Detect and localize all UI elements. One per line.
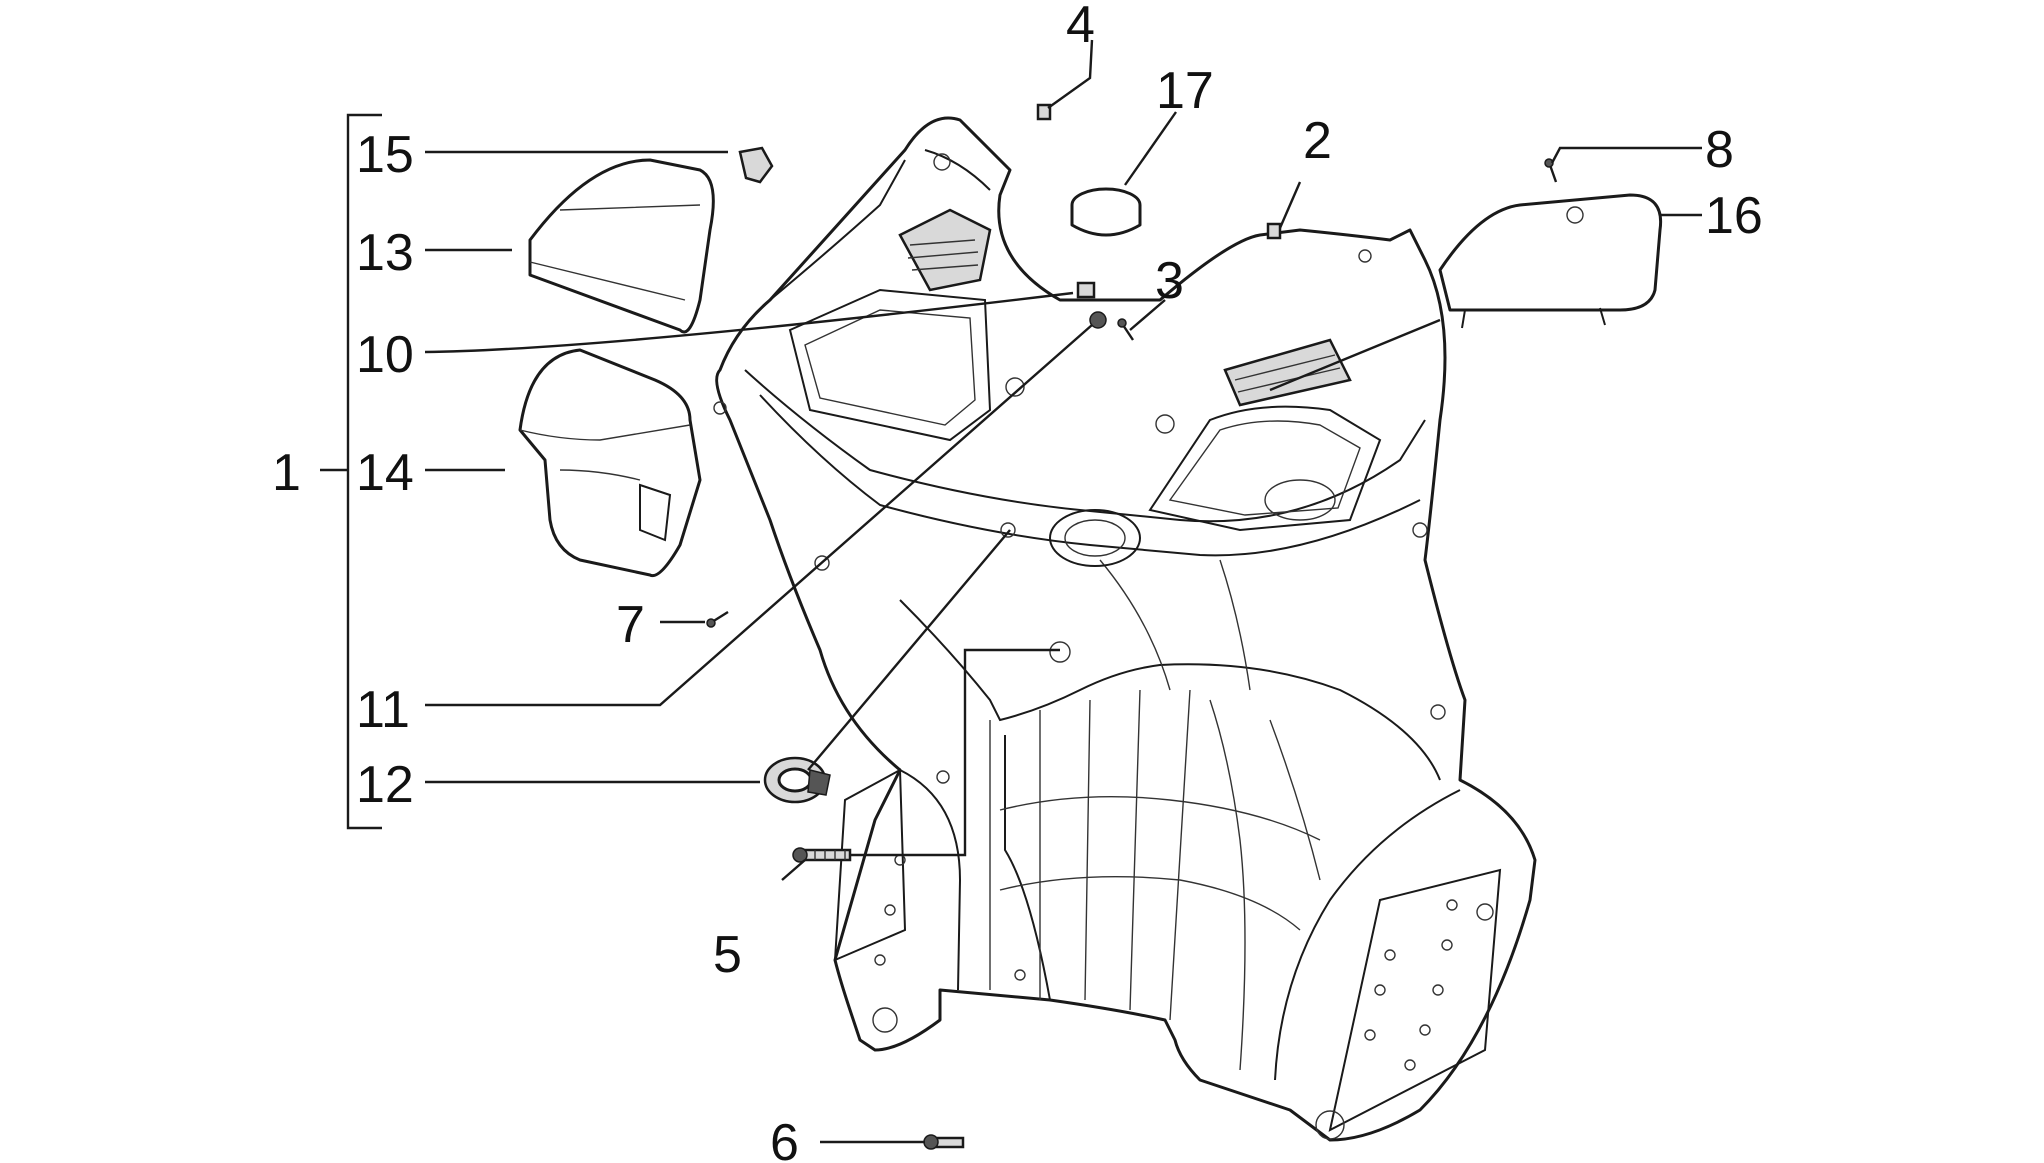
callout-3: 3 (1155, 252, 1184, 310)
callout-10: 10 (356, 326, 414, 384)
callout-6: 6 (770, 1114, 799, 1163)
callout-17: 17 (1156, 62, 1214, 120)
part-4-nut (1036, 103, 1052, 121)
callout-4: 4 (1066, 0, 1095, 54)
callout-8: 8 (1705, 121, 1734, 179)
part-11-screw (1089, 311, 1107, 329)
part-15-clip (738, 146, 774, 184)
part-7-screw (706, 610, 729, 628)
part-10-nut (1076, 281, 1096, 299)
part-2-nut (1266, 222, 1282, 240)
callout-7: 7 (616, 596, 645, 654)
part-13-lid (528, 158, 715, 334)
part-6-screw (923, 1134, 965, 1150)
part-5-screw (792, 847, 852, 863)
part-14-pocket (518, 348, 702, 578)
callout-labels: 1 2 3 4 5 6 7 8 10 11 12 13 14 15 16 17 (272, 0, 1763, 1163)
part-8-screw (1544, 158, 1558, 183)
callout-14: 14 (356, 444, 414, 502)
leg-shield-panel (713, 116, 1537, 1142)
group-bracket (320, 113, 382, 830)
callout-12: 12 (356, 756, 414, 814)
part-3-screw (1117, 318, 1134, 341)
part-17-cap (1070, 187, 1142, 237)
part-12-grommet (763, 756, 831, 804)
callout-5: 5 (713, 926, 742, 984)
callout-16: 16 (1705, 187, 1763, 245)
callout-13: 13 (356, 224, 414, 282)
callout-1: 1 (272, 444, 301, 502)
callout-15: 15 (356, 126, 414, 184)
leader-lines (424, 39, 1702, 1144)
callout-2: 2 (1303, 112, 1332, 170)
part-16-cover (1438, 193, 1663, 329)
callout-11: 11 (356, 681, 410, 739)
